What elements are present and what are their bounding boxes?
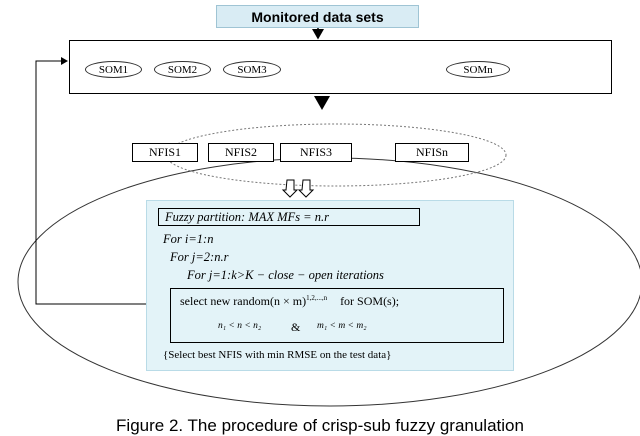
nfis-box-2: NFIS2 (208, 143, 274, 162)
som-node-2: SOM2 (154, 61, 211, 78)
fuzzy-partition-box: Fuzzy partition: MAX MFs = n.r (158, 208, 420, 226)
select-random-line: select new random(n × m)1,2,...,n for SO… (180, 294, 399, 309)
som-label: SOMn (463, 63, 493, 76)
select-random-box (170, 288, 504, 343)
som-label: SOM3 (237, 63, 267, 76)
som-node-1: SOM1 (85, 61, 142, 78)
condition-n: n₁ < n < n₂ (218, 321, 262, 331)
nfis-box-1: NFIS1 (132, 143, 198, 162)
loop-i: For i=1:n (163, 232, 214, 246)
select-random-superscript: 1,2,...,n (306, 294, 328, 302)
som-label: SOM2 (167, 63, 198, 76)
monitored-data-sets-label: Monitored data sets (251, 8, 384, 25)
som-node-3: SOM3 (223, 61, 281, 78)
monitored-data-sets-box: Monitored data sets (216, 5, 419, 28)
loop-j: For j=2:n.r (170, 250, 229, 264)
som-node-n: SOMn (446, 61, 510, 78)
figure-caption: Figure 2. The procedure of crisp-sub fuz… (116, 416, 524, 435)
som-container (69, 40, 612, 94)
condition-m: m₁ < m < m₂ (317, 321, 367, 331)
double-arrow-icon (281, 179, 315, 198)
nfis-ellipse (165, 123, 507, 187)
fuzzy-partition-label: Fuzzy partition: MAX MFs = n.r (165, 209, 329, 224)
nfis-box-3: NFIS3 (280, 143, 352, 162)
nfis-label: NFIS2 (224, 145, 257, 159)
select-random-tail: for SOM(s); (340, 294, 400, 308)
condition-ampersand: & (291, 320, 301, 334)
som-label: SOM1 (98, 63, 129, 76)
feedback-loop (35, 57, 170, 305)
nfis-label: NFIS1 (148, 145, 181, 159)
select-random-text: select new random(n × m) (180, 294, 307, 308)
nfis-label: NFIS3 (299, 145, 332, 159)
nfis-label: NFISn (415, 145, 448, 159)
select-best-nfis: {Select best NFIS with min RMSE on the t… (163, 349, 392, 361)
loop-iterations: For j=1:k>K − close − open iterations (187, 268, 384, 282)
nfis-box-n: NFISn (395, 143, 469, 162)
